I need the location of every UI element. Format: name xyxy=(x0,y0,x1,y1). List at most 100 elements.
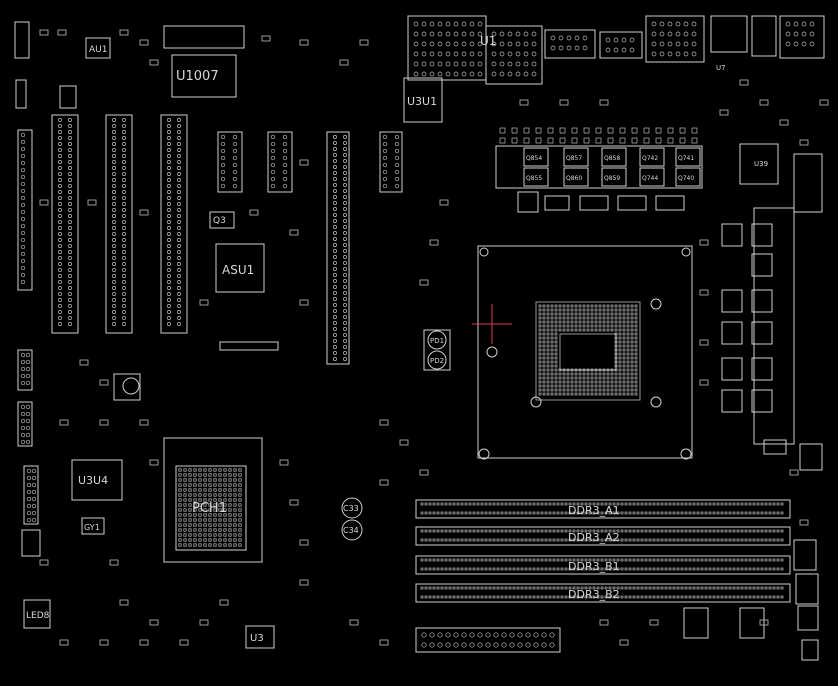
io-pin xyxy=(491,31,497,37)
cpu-pin xyxy=(610,324,614,328)
dimm-contact xyxy=(540,502,544,506)
header-pin xyxy=(25,404,31,410)
pch-ball xyxy=(203,478,207,482)
dimm-contact xyxy=(748,586,752,590)
dimm-contact xyxy=(540,511,544,515)
dimm-contact xyxy=(444,567,448,571)
dimm-contact xyxy=(596,558,600,562)
pch-ball xyxy=(178,503,182,507)
dimm-contact xyxy=(540,586,544,590)
dimm-contact xyxy=(656,586,660,590)
slot-pin xyxy=(177,238,181,242)
cpu-pin xyxy=(550,376,554,380)
slot-pin xyxy=(68,310,72,314)
dimm-contact xyxy=(612,558,616,562)
cpu-pin xyxy=(602,328,606,332)
io-pin xyxy=(667,21,673,27)
pch-ball xyxy=(188,523,192,527)
pch-ball xyxy=(228,538,232,542)
dimm-contact xyxy=(512,595,516,599)
pch-ball xyxy=(213,483,217,487)
cpu-pin xyxy=(634,304,638,308)
dimm-contact xyxy=(608,511,612,515)
cpu-pin xyxy=(626,320,630,324)
io-pin xyxy=(515,61,521,67)
dimm-contact xyxy=(452,595,456,599)
pch-ball xyxy=(188,473,192,477)
cpu-pin xyxy=(630,352,634,356)
cpu-pin xyxy=(630,316,634,320)
slot-pin xyxy=(167,286,171,290)
slot-pin xyxy=(58,166,62,170)
vrm-pad xyxy=(499,127,506,134)
dimm-contact xyxy=(452,567,456,571)
dimm-contact xyxy=(568,538,572,542)
dimm-contact xyxy=(636,567,640,571)
pch-ball xyxy=(223,533,227,537)
dimm-contact xyxy=(632,511,636,515)
cpu-pin xyxy=(570,376,574,380)
cpu-pin xyxy=(618,368,622,372)
dimm-contact xyxy=(680,511,684,515)
dimm-contact xyxy=(504,538,508,542)
pch-frame xyxy=(163,437,263,563)
cpu-pin xyxy=(562,320,566,324)
slot-pin xyxy=(122,172,126,176)
cpu-pin xyxy=(554,348,558,352)
slot-pin xyxy=(68,202,72,206)
cpu-pin xyxy=(630,388,634,392)
bottom-pin xyxy=(429,632,435,638)
dimm-contact xyxy=(440,586,444,590)
dimm-contact xyxy=(564,595,568,599)
cpu-pin xyxy=(626,372,630,376)
dimm-contact xyxy=(624,586,628,590)
cpu-center xyxy=(559,333,617,371)
dimm-contact xyxy=(748,595,752,599)
dimm-contact xyxy=(584,595,588,599)
dimm-contact xyxy=(740,595,744,599)
cpu-pin xyxy=(606,384,610,388)
dimm-contact xyxy=(620,529,624,533)
pch-ball xyxy=(238,523,242,527)
slot-pin xyxy=(333,339,337,343)
label-c33: C33 xyxy=(343,504,359,513)
small-component xyxy=(619,639,629,646)
dimm-contact xyxy=(552,538,556,542)
dimm-contact xyxy=(484,558,488,562)
slot-pin xyxy=(68,154,72,158)
vrm-pad xyxy=(679,127,686,134)
io-pin xyxy=(659,41,665,47)
pch-ball xyxy=(198,488,202,492)
dimm-contact xyxy=(552,586,556,590)
cpu-pin xyxy=(574,368,578,372)
cpu-pin xyxy=(542,308,546,312)
cpu-pin xyxy=(590,324,594,328)
header-pin xyxy=(25,418,31,424)
dimm-contact xyxy=(752,586,756,590)
slot-pin xyxy=(177,178,181,182)
dimm-contact xyxy=(716,511,720,515)
io-pin xyxy=(523,71,529,77)
dimm-contact xyxy=(732,586,736,590)
io-connector-4 xyxy=(599,31,643,59)
cpu-pin xyxy=(542,316,546,320)
header-pin xyxy=(394,176,400,182)
header-pin xyxy=(270,155,276,161)
dimm-contact xyxy=(660,511,664,515)
dimm-contact xyxy=(676,529,680,533)
q740-part xyxy=(675,167,701,187)
pch-ball xyxy=(223,498,227,502)
dimm-contact xyxy=(476,595,480,599)
vrm-pad xyxy=(691,137,698,144)
left-strip xyxy=(17,129,33,291)
dimm-contact xyxy=(736,558,740,562)
slot-pin xyxy=(68,160,72,164)
dimm-contact xyxy=(480,511,484,515)
cpu-pin xyxy=(546,308,550,312)
dimm-contact xyxy=(648,595,652,599)
dimm-slot-b1 xyxy=(415,555,791,575)
cpu-pin xyxy=(546,304,550,308)
slot-pin xyxy=(177,280,181,284)
dimm-contact xyxy=(440,558,444,562)
dimm-contact xyxy=(592,567,596,571)
